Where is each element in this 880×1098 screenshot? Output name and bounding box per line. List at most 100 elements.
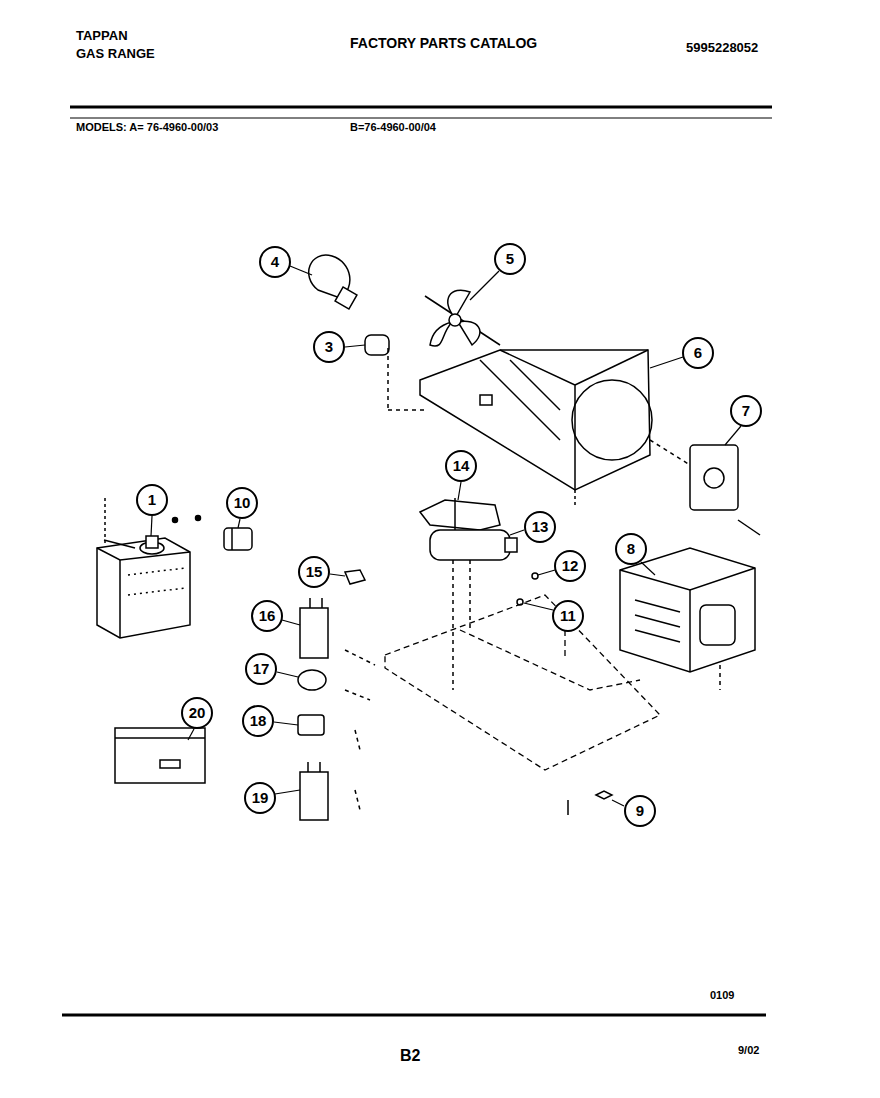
- rule-line: [70, 106, 772, 109]
- small-parts: [300, 608, 328, 658]
- transformer: [635, 615, 680, 627]
- callout-number: 1: [148, 492, 156, 509]
- capacitor-and-bracket: [469, 560, 471, 630]
- mounting-frame: [480, 360, 560, 440]
- leader-line: [641, 562, 655, 575]
- fan-blade: [430, 322, 452, 346]
- leader-line: [650, 357, 683, 368]
- small-parts: [298, 670, 326, 690]
- small-parts: [355, 730, 360, 750]
- mounting-frame: [574, 490, 576, 505]
- leader-line: [330, 574, 345, 576]
- callout-circle: [246, 654, 276, 684]
- leader-line: [725, 426, 741, 445]
- fan-motor: [690, 445, 738, 510]
- mounting-frame: [420, 350, 652, 505]
- callout-circle: [252, 601, 282, 631]
- capacitor-and-bracket: [454, 498, 456, 530]
- leader-line: [524, 603, 553, 610]
- callout-circle: [525, 512, 555, 542]
- magnetron: [173, 518, 178, 523]
- callout-number: 4: [271, 254, 279, 271]
- magnetron: [119, 560, 121, 638]
- small-parts: [345, 570, 365, 584]
- callout-number: 18: [250, 713, 267, 730]
- transformer: [620, 548, 755, 672]
- small-parts: [345, 650, 375, 665]
- lamp-and-socket: [335, 287, 357, 309]
- callout-circle: [446, 451, 476, 481]
- callout-circle: [245, 783, 275, 813]
- callout-number: 10: [234, 495, 251, 512]
- leader-line: [151, 516, 152, 536]
- callout-number: 7: [742, 403, 750, 420]
- leader-line: [275, 790, 300, 794]
- callout-circle: [616, 534, 646, 564]
- callout-circle: [314, 332, 344, 362]
- rule-line: [70, 118, 772, 119]
- magnetron: [104, 540, 135, 548]
- small-parts: [115, 737, 205, 739]
- callout-circle: [731, 396, 761, 426]
- magnetron: [146, 536, 158, 548]
- fan-blade: [449, 314, 461, 326]
- transformer: [700, 605, 735, 645]
- callout-circle: [683, 338, 713, 368]
- magnetron: [97, 538, 190, 638]
- small-parts: [345, 690, 370, 700]
- callout-circle: [137, 244, 761, 826]
- leader-line: [151, 266, 741, 806]
- leader-line: [290, 266, 312, 275]
- fan-motor: [650, 440, 760, 535]
- callout-circle: [260, 247, 290, 277]
- small-parts: [355, 790, 360, 810]
- catalog-title: FACTORY PARTS CATALOG: [350, 36, 537, 51]
- brand-name: TAPPAN: [76, 29, 128, 43]
- fan-motor: [738, 520, 760, 535]
- callout-number: 3: [325, 339, 333, 356]
- callout-circle: [227, 488, 257, 518]
- capacitor-and-bracket: [420, 500, 500, 530]
- capacitor-and-bracket: [452, 560, 454, 690]
- callout-number: 19: [252, 790, 269, 807]
- transformer: [719, 665, 721, 690]
- small-parts: [319, 762, 321, 772]
- leader-line: [470, 271, 499, 300]
- magnetron: [104, 498, 106, 545]
- small-parts: [115, 728, 205, 783]
- magnetron: [97, 498, 201, 638]
- capacitor-and-bracket: [430, 530, 510, 560]
- small-parts: [300, 772, 328, 820]
- callout-circle: [243, 706, 273, 736]
- transformer: [620, 548, 755, 690]
- transformer: [635, 600, 680, 612]
- mounting-frame: [510, 360, 560, 410]
- callout-circle: [495, 244, 525, 274]
- lamp-and-socket: [387, 348, 389, 410]
- small-parts: [298, 715, 324, 735]
- lamp-and-socket: [388, 409, 425, 411]
- catalog-number: 5995228052: [686, 41, 758, 55]
- revision-date: 9/02: [738, 1044, 759, 1056]
- capacitor-and-bracket: [505, 538, 517, 552]
- fan-motor: [704, 468, 724, 488]
- fan-blade: [425, 290, 500, 346]
- small-parts: [160, 760, 180, 768]
- leader-line: [538, 570, 555, 575]
- callout-number: 12: [562, 558, 579, 575]
- callout-number: 9: [636, 803, 644, 820]
- capacitor-and-bracket: [420, 498, 538, 690]
- clip-part: [224, 528, 252, 550]
- base-plate: [385, 595, 660, 770]
- small-parts: [321, 598, 323, 608]
- callout-circle: [555, 551, 585, 581]
- leader-line: [188, 729, 194, 740]
- mounting-frame: [420, 350, 650, 490]
- callout-circle: [182, 698, 212, 728]
- small-parts: [307, 762, 309, 772]
- lamp-and-socket: [365, 335, 389, 355]
- base-plate: [460, 630, 640, 690]
- callout-circle: [625, 796, 655, 826]
